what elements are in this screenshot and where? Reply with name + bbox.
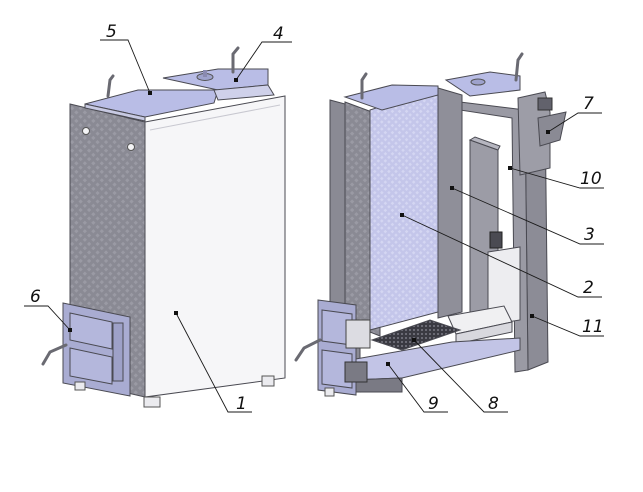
- callout-label-7: 7: [583, 94, 594, 114]
- cutaway-door-handle: [294, 338, 322, 362]
- callout-label-1: 1: [236, 394, 247, 414]
- callout-label-8: 8: [488, 394, 499, 414]
- lid-handle: [106, 74, 115, 98]
- front-panel: [144, 95, 286, 398]
- side-bolt: [127, 143, 135, 151]
- callout-label-3: 3: [584, 225, 595, 245]
- callout-label-5: 5: [106, 22, 117, 42]
- callout-label-10: 10: [580, 169, 602, 189]
- side-bolt: [82, 127, 90, 135]
- flue-plate: [437, 87, 463, 319]
- callout-label-2: 2: [583, 278, 594, 298]
- callout-label-11: 11: [582, 317, 604, 337]
- lid-right: [162, 68, 269, 91]
- heat-exchanger: [369, 87, 439, 331]
- callout-label-6: 6: [30, 287, 41, 307]
- door-handle: [41, 343, 68, 366]
- cutaway-lid-handle: [360, 72, 368, 100]
- lid-handle: [231, 46, 240, 74]
- ash-chamber-floor: [349, 337, 521, 381]
- grate: [370, 319, 462, 351]
- boiler-cutaway: [294, 52, 567, 397]
- boiler-assembled: [41, 46, 286, 408]
- cutaway-lid-handle: [514, 52, 524, 82]
- callout-label-9: 9: [428, 394, 439, 414]
- water-connector: [489, 231, 503, 249]
- door-lower: [69, 347, 113, 385]
- callout-leaders: [24, 39, 604, 413]
- callout-labels: 5 4 6 1 7 10 3 2 11 8 9: [30, 22, 604, 414]
- cutaway-lid: [343, 84, 439, 111]
- callout-label-4: 4: [273, 24, 284, 44]
